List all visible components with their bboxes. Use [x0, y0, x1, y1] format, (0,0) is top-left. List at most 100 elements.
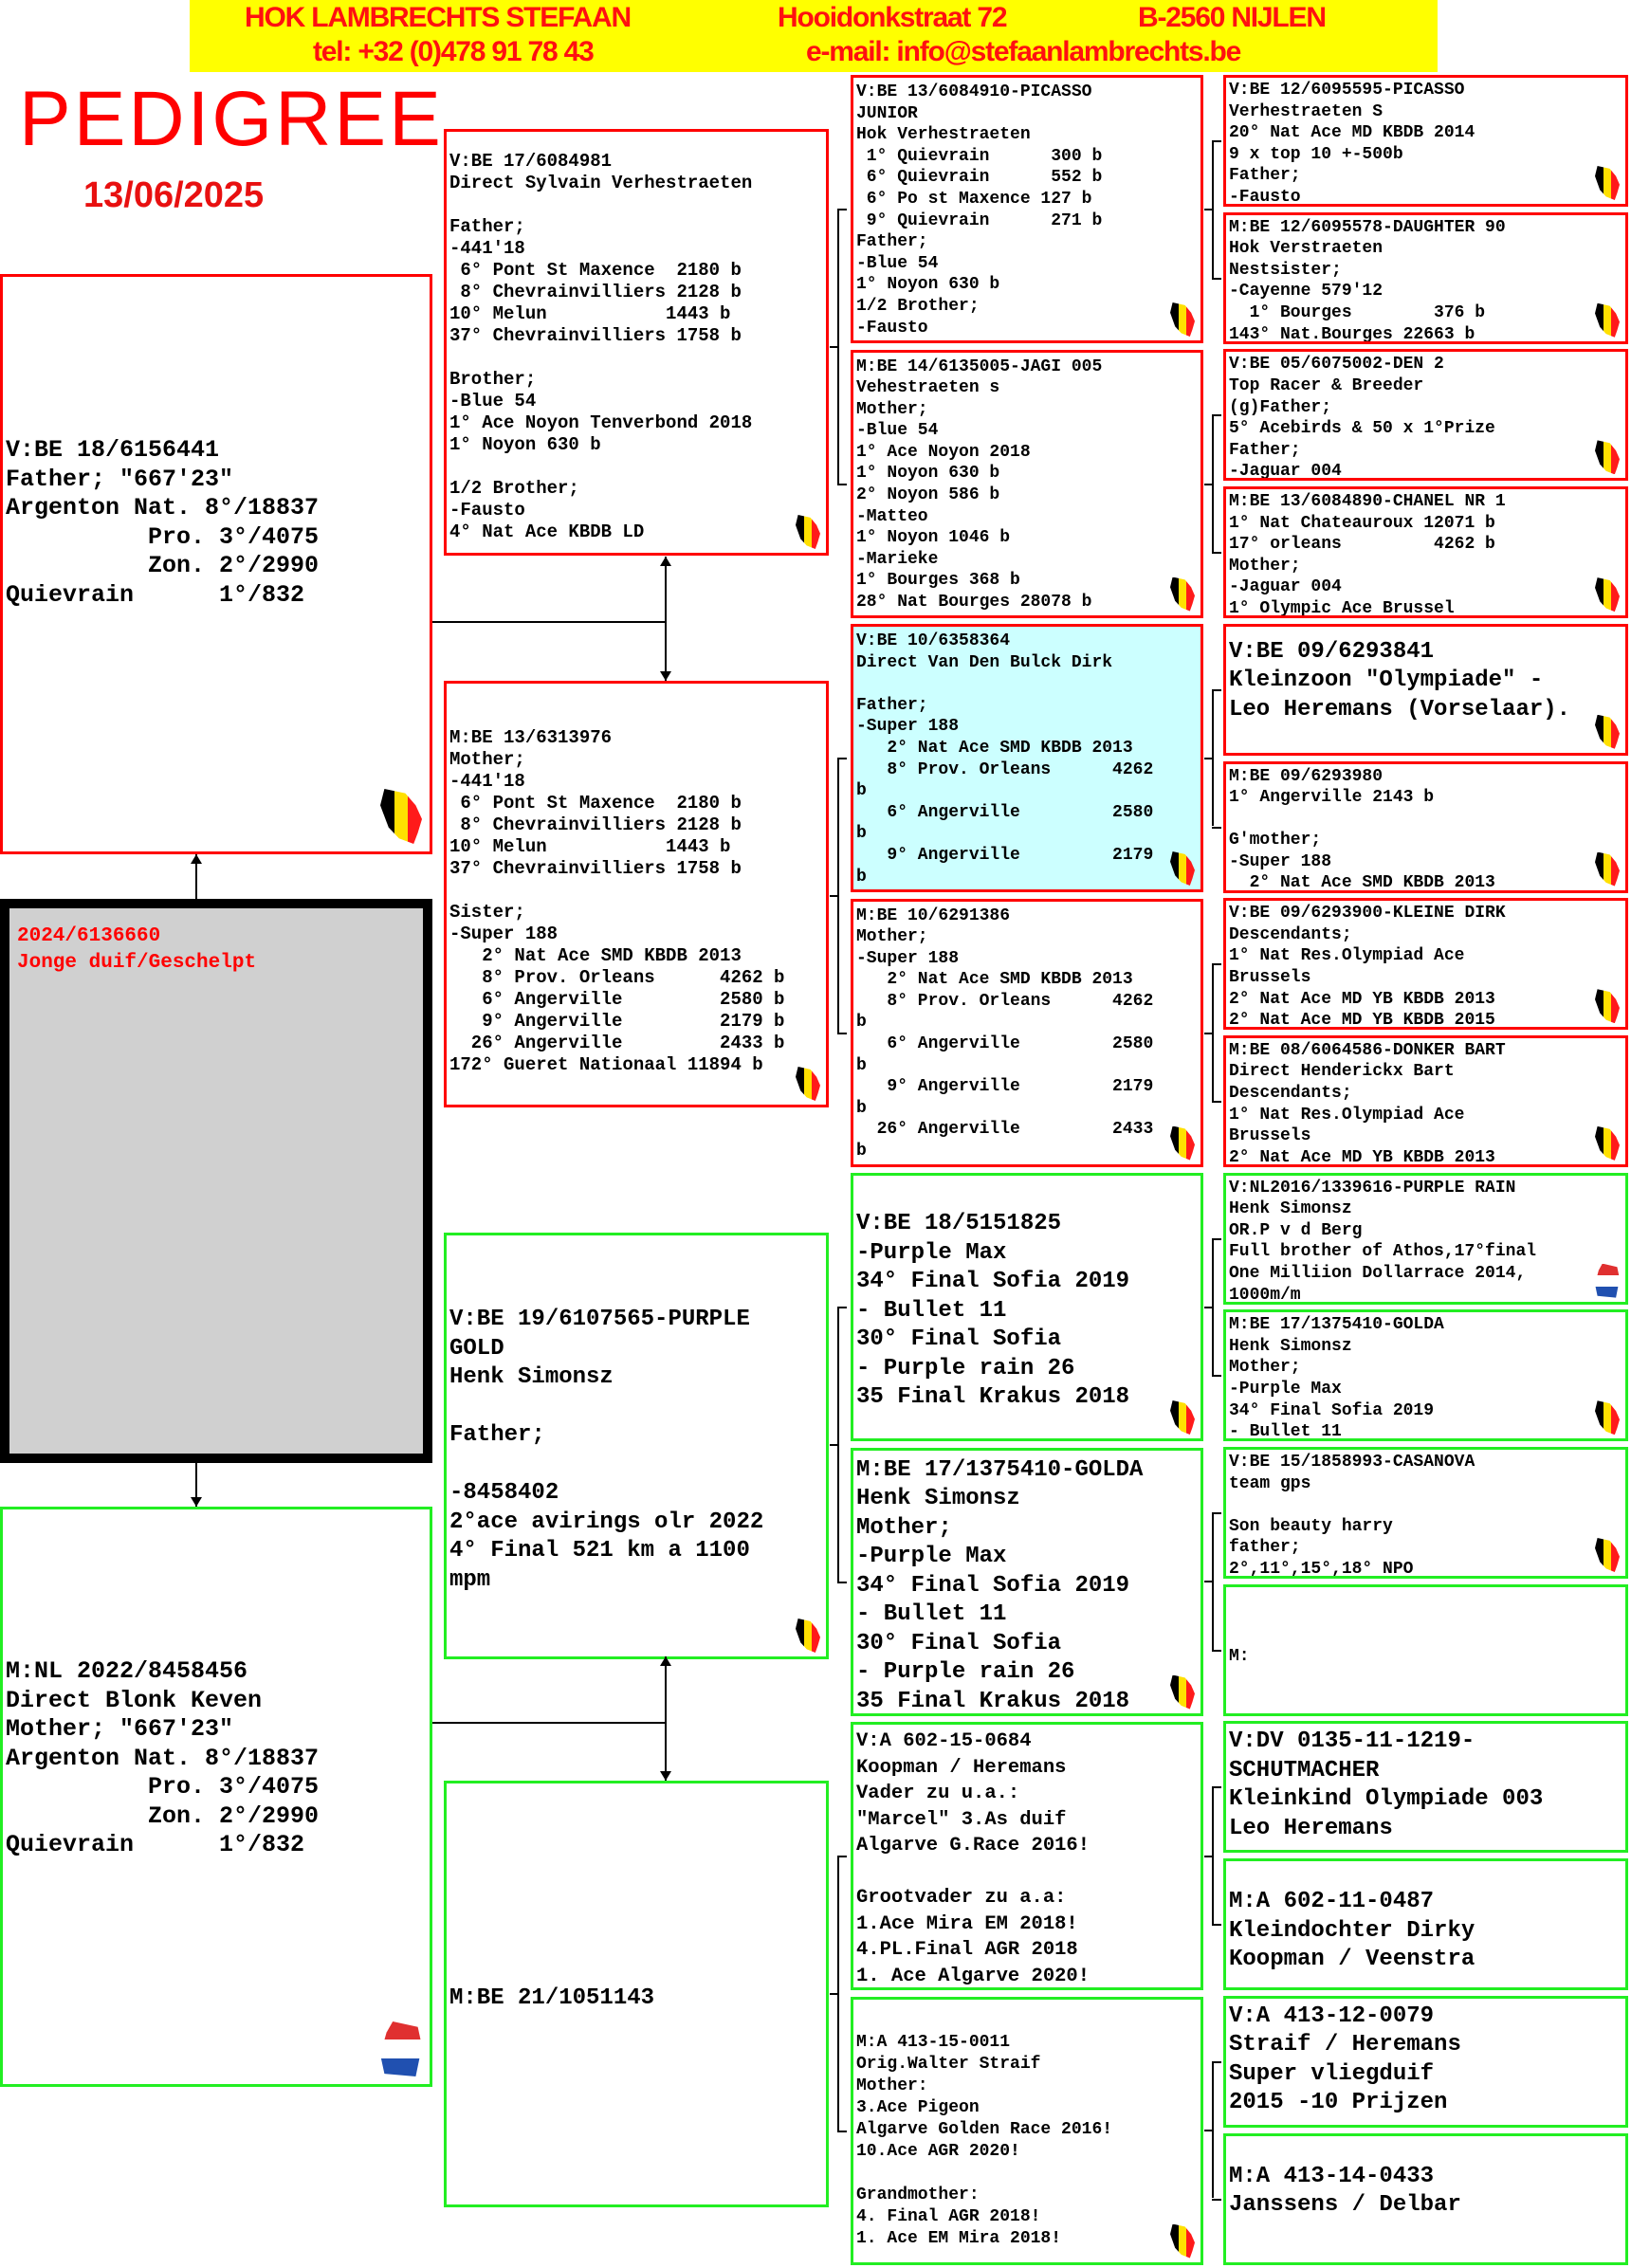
pedigree-line: Mother:	[856, 2076, 928, 2095]
pedigree-line: Straif / Heremans	[1229, 2032, 1461, 2058]
pedigree-line: -Fausto	[856, 318, 928, 338]
bracket-stub	[830, 1992, 837, 1995]
pedigree-line: 10° Melun 1443 b	[449, 303, 731, 324]
pedigree-line: Henk Simonsz	[1229, 1336, 1352, 1356]
connector-line	[195, 854, 197, 899]
pedigree-line: 6° Quievrain 552 b	[856, 168, 1103, 188]
pedigree-line: G'mother;	[1229, 831, 1322, 850]
pedigree-line: 30° Final Sofia	[856, 1630, 1062, 1656]
ring-number: M:BE 10/6291386	[856, 905, 1011, 925]
pedigree-line: b	[856, 1142, 867, 1161]
connector-line	[1212, 140, 1214, 278]
connector-line	[1212, 1924, 1221, 1927]
bracket-stub	[1204, 1855, 1212, 1857]
belgium-flag-icon	[1595, 577, 1620, 613]
pedigree-line: 1° Noyon 1046 b	[856, 528, 1011, 548]
pedigree-line: 1° Quievrain 300 b	[856, 146, 1103, 166]
connector-line	[837, 758, 847, 759]
ring-number: V:A 413-12-0079	[1229, 2003, 1435, 2029]
connector-line	[1212, 1512, 1214, 1650]
pedigree-line: -Blue 54	[856, 421, 939, 441]
belgium-flag-icon	[1595, 1125, 1620, 1161]
subject-pigeon-box: 2024/6136660 Jonge duif/Geschelpt	[0, 899, 432, 1463]
pedigree-line: Super vliegduif	[1229, 2060, 1435, 2087]
pedigree-line: Henk Simonsz	[449, 1364, 614, 1390]
ring-number: M:BE 17/1375410-GOLDA	[1229, 1315, 1444, 1335]
ring-number: V:BE 15/1858993-CASANOVA	[1229, 1453, 1475, 1472]
pedigree-line	[853, 673, 1200, 695]
pedigree-line: 1° Angerville 2143 b	[1229, 788, 1435, 808]
pedigree-line: 3.Ace Pigeon	[856, 2097, 980, 2117]
subject-ring-number: 2024/6136660	[17, 925, 161, 947]
belgium-flag-icon	[796, 1067, 820, 1101]
belgium-flag-icon	[1595, 166, 1620, 200]
pedigree-line: Argenton Nat. 8°/18837	[6, 494, 320, 521]
pedigree-line: Descendants;	[1229, 1084, 1352, 1104]
pedigree-line: b	[856, 1055, 867, 1075]
pedigree-line: Mother;	[1229, 1358, 1301, 1378]
connector-line	[195, 1463, 197, 1507]
pedigree-line: SCHUTMACHER	[1229, 1757, 1380, 1783]
pedigree-line: Mother;	[449, 749, 525, 770]
connector-line	[1212, 688, 1214, 827]
connector-line	[432, 621, 666, 623]
pedigree-line: 5° Acebirds & 50 x 1°Prize	[1229, 419, 1495, 439]
pedigree-line	[853, 2163, 1200, 2185]
pedigree-line	[1226, 1494, 1625, 1516]
bracket-stub	[1204, 1306, 1212, 1308]
ring-number: V:BE 19/6107565-PURPLE	[449, 1307, 750, 1332]
pedigree-line: Pro. 3°/4075	[6, 522, 320, 551]
belgium-flag-icon	[1595, 989, 1620, 1024]
pedigree-line: -Purple Max	[856, 1544, 1007, 1569]
pedigree-line: Direct Van Den Bulck Dirk	[856, 652, 1113, 672]
bracket-stub	[1204, 2130, 1212, 2132]
pedigree-line: 1° Ace Noyon Tenverbond 2018	[449, 412, 753, 433]
pedigree-line	[447, 456, 826, 478]
pedigree-line: Kleindochter Dirky	[1229, 1917, 1475, 1944]
pedigree-line: 2° Nat Ace SMD KBDB 2013	[449, 945, 742, 966]
pedigree-line: Algarve G.Race 2016!	[856, 1835, 1090, 1856]
pedigree-line: 35 Final Krakus 2018	[856, 1384, 1130, 1410]
pedigree-line: Sister;	[449, 902, 525, 923]
ring-number: M:BE 08/6064586-DONKER BART	[1229, 1040, 1506, 1060]
connector-line	[1212, 1237, 1221, 1240]
connector-line	[837, 1856, 839, 2131]
pedigree-line: 30° Final Sofia	[856, 1326, 1062, 1352]
connector-line	[1212, 963, 1214, 1101]
pedigree-line: mpm	[449, 1566, 491, 1593]
connector-line	[1212, 277, 1221, 280]
great-great-grandparent-box: M:	[1223, 1583, 1628, 1716]
pedigree-line	[447, 194, 826, 216]
pedigree-line: - Purple rain 26	[856, 1355, 1075, 1381]
pedigree-line: -Jaguar 004	[1229, 577, 1342, 597]
pedigree-line: - Purple rain 26	[856, 1659, 1075, 1685]
pedigree-line: Mother;	[856, 399, 928, 419]
pedigree-line: JUNIOR	[856, 103, 918, 123]
pedigree-line: Father;	[1229, 166, 1301, 186]
pedigree-line: 10.Ace AGR 2020!	[856, 2141, 1020, 2161]
belgium-flag-icon	[1170, 1400, 1195, 1435]
pedigree-line: 1° Bourges 368 b	[856, 571, 1020, 591]
pedigree-line: Father;	[1229, 440, 1301, 460]
pedigree-line	[853, 1859, 1200, 1886]
pedigree-line: 34° Final Sofia 2019	[1229, 1400, 1435, 1420]
belgium-flag-icon	[1595, 302, 1620, 338]
pedigree-line: Son beauty harry	[1229, 1516, 1393, 1536]
connector-line	[1212, 1786, 1214, 1925]
pedigree-line: -441'18	[449, 238, 525, 259]
pedigree-line: OR.P v d Berg	[1229, 1220, 1363, 1240]
pedigree-line: 35 Final Krakus 2018	[856, 1688, 1130, 1714]
pedigree-line: Father; "667'23"	[6, 465, 234, 493]
pedigree-line: b	[856, 1013, 867, 1033]
pedigree-line: Koopman / Heremans	[856, 1756, 1067, 1779]
